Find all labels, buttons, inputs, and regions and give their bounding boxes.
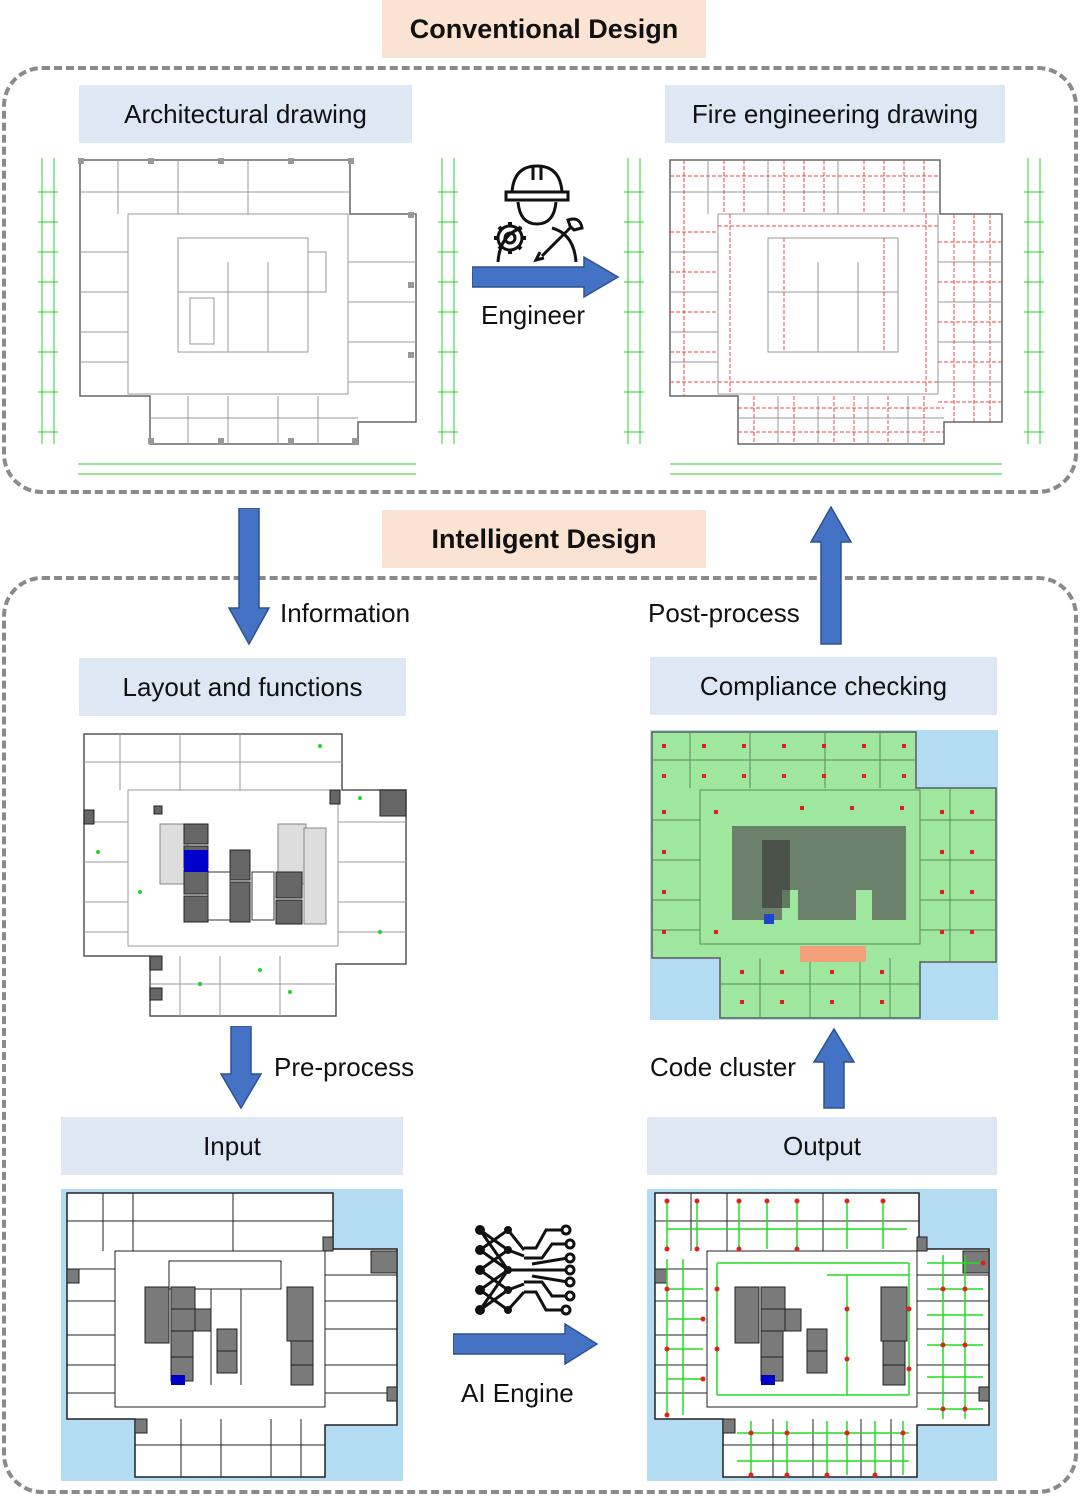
post-process-arrow bbox=[810, 506, 852, 645]
neural-network-icon bbox=[475, 1224, 576, 1316]
layout-functions-floor-plan bbox=[83, 733, 407, 1017]
architectural-drawing-label: Architectural drawing bbox=[79, 85, 412, 143]
code-cluster-text: Code cluster bbox=[650, 1052, 796, 1082]
engineer-arrow bbox=[472, 255, 620, 299]
engineer-icon bbox=[494, 164, 584, 263]
compliance-checking-label: Compliance checking bbox=[650, 657, 997, 715]
output-floor-plan bbox=[647, 1189, 997, 1481]
code-cluster-arrow bbox=[813, 1028, 855, 1109]
input-floor-plan bbox=[61, 1189, 403, 1481]
intelligent-design-title: Intelligent Design bbox=[382, 510, 706, 568]
post-process-text: Post-process bbox=[648, 598, 800, 628]
ai-engine-text: AI Engine bbox=[461, 1378, 574, 1408]
compliance-checking-map bbox=[650, 730, 998, 1020]
information-arrow bbox=[228, 508, 270, 646]
pre-process-text: Pre-process bbox=[274, 1052, 415, 1082]
conventional-design-title: Conventional Design bbox=[382, 0, 706, 58]
fire-engineering-floor-plan bbox=[624, 158, 1044, 475]
architectural-floor-plan bbox=[38, 158, 458, 475]
conventional-region bbox=[2, 66, 1078, 494]
intelligent-region bbox=[2, 576, 1078, 1494]
engineer-text: Engineer bbox=[481, 300, 586, 330]
input-label: Input bbox=[61, 1117, 403, 1175]
fire-engineering-drawing-label: Fire engineering drawing bbox=[665, 85, 1005, 143]
output-label: Output bbox=[647, 1117, 997, 1175]
ai-engine-arrow bbox=[453, 1322, 599, 1366]
layout-functions-label: Layout and functions bbox=[79, 658, 406, 716]
information-text: Information bbox=[280, 598, 411, 628]
pre-process-arrow bbox=[220, 1026, 262, 1110]
